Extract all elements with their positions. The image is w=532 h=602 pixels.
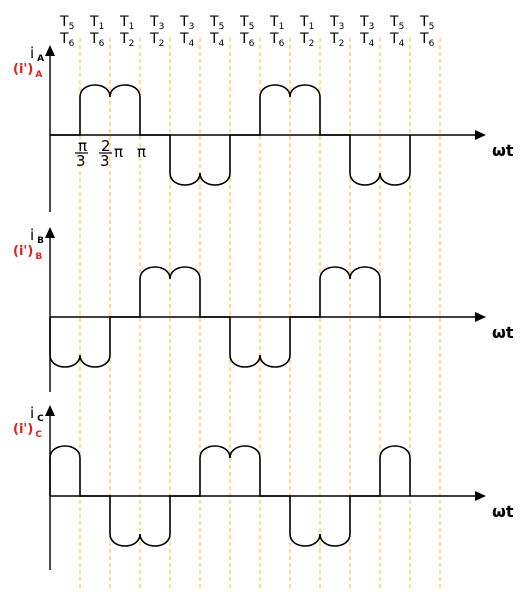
switch-top: T5 bbox=[59, 14, 74, 32]
switch-bottom: T6 bbox=[89, 31, 105, 49]
switch-top: T1 bbox=[89, 14, 104, 32]
switch-top: T1 bbox=[119, 14, 134, 32]
switch-bottom: T6 bbox=[59, 31, 75, 49]
switch-top: T3 bbox=[149, 14, 164, 32]
switch-top: T5 bbox=[209, 14, 224, 32]
switch-top: T1 bbox=[299, 14, 314, 32]
tick-pi: π bbox=[137, 143, 146, 161]
x-axis-arrow bbox=[475, 312, 486, 322]
switch-label-row: T5T6T1T6T1T2T3T2T3T4T5T4T5T6T1T6T1T2T3T2… bbox=[59, 14, 435, 49]
tick-pi-over-3-num: π bbox=[78, 137, 87, 155]
tick-two-pi-over-3-num: 2 bbox=[101, 137, 111, 155]
switch-top: T1 bbox=[269, 14, 284, 32]
x-axis-label: ωt bbox=[492, 141, 514, 160]
y-alt-label: (i')C bbox=[13, 422, 42, 440]
switch-top: T3 bbox=[179, 14, 194, 32]
switch-bottom: T2 bbox=[149, 31, 164, 49]
switch-bottom: T6 bbox=[239, 31, 255, 49]
switch-bottom: T4 bbox=[209, 31, 225, 49]
y-alt-label: (i')B bbox=[13, 244, 42, 262]
switch-bottom: T4 bbox=[179, 31, 195, 49]
switch-top: T5 bbox=[389, 14, 404, 32]
x-axis-label: ωt bbox=[492, 502, 514, 521]
switch-top: T5 bbox=[239, 14, 254, 32]
y-axis-arrow bbox=[45, 45, 55, 56]
switch-top: T3 bbox=[359, 14, 374, 32]
switch-bottom: T2 bbox=[299, 31, 314, 49]
x-axis-arrow bbox=[475, 130, 486, 140]
current-waveform bbox=[49, 445, 411, 547]
switch-bottom: T2 bbox=[119, 31, 134, 49]
switch-bottom: T6 bbox=[269, 31, 285, 49]
switch-bottom: T6 bbox=[419, 31, 435, 49]
y-alt-label: (i')A bbox=[13, 62, 42, 80]
switch-bottom: T4 bbox=[359, 31, 375, 49]
tick-two-pi-over-3-den: 3 bbox=[100, 152, 110, 170]
switch-top: T5 bbox=[419, 14, 434, 32]
switch-bottom: T2 bbox=[329, 31, 344, 49]
tick-pi-over-3-den: 3 bbox=[76, 152, 86, 170]
x-axis-arrow bbox=[475, 491, 486, 501]
current-waveform bbox=[50, 84, 411, 186]
switch-bottom: T4 bbox=[389, 31, 405, 49]
current-waveform bbox=[49, 266, 410, 368]
y-axis-arrow bbox=[45, 227, 55, 238]
x-tick-labels: π 3 2 3 π π bbox=[75, 137, 146, 170]
tick-two-pi-over-3-suffix: π bbox=[114, 143, 123, 161]
switch-top: T3 bbox=[329, 14, 344, 32]
y-axis-arrow bbox=[45, 405, 55, 416]
x-axis-label: ωt bbox=[492, 323, 514, 342]
